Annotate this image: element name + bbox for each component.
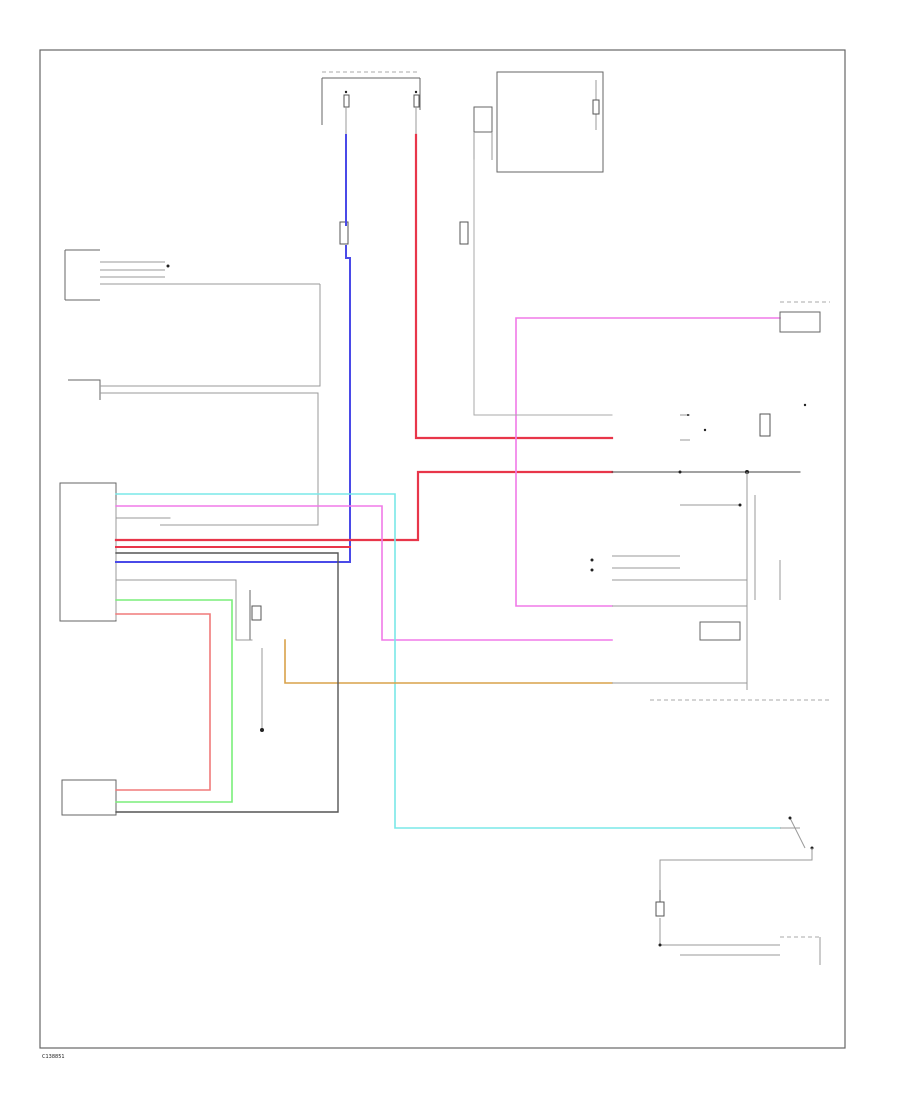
relay-top-center [473, 71, 604, 173]
wire-red-branch [114, 470, 614, 542]
sensor-top-left [64, 249, 321, 380]
warning-switch [659, 816, 814, 890]
combination-meter [590, 403, 830, 701]
junction-connector-right [459, 221, 469, 245]
wire-orange [284, 639, 613, 684]
receiver-module [61, 779, 117, 816]
wire-gray-ground [115, 579, 253, 641]
sensor-mid-left [68, 379, 321, 526]
instrument-panel-jb [655, 890, 821, 965]
fuse-right [413, 94, 420, 108]
meter-lamp [759, 413, 771, 437]
junction-connector-left [339, 221, 349, 245]
wire-red-main [414, 133, 614, 440]
fuse-gauge [592, 99, 600, 115]
tire-pressure-ecu [59, 482, 117, 622]
wire-gray-relay [473, 159, 613, 416]
ip-connector [655, 901, 665, 917]
wire-pink-ecu [115, 505, 613, 641]
wire-cyan [115, 493, 781, 829]
diagram-frame [39, 49, 846, 1049]
ground-module [249, 590, 264, 732]
ground-connector [251, 605, 262, 621]
wire-black-ecu [115, 552, 339, 813]
meter-indicator [699, 621, 741, 641]
junction-connectors [339, 221, 469, 245]
wire-light-red [115, 613, 211, 791]
fuse-block-top [321, 71, 421, 135]
engine-ecu [779, 301, 830, 333]
ecu-body [59, 482, 117, 622]
diagram-code: C138851 [42, 1054, 65, 1060]
wire-pink-top [515, 317, 781, 607]
wire-green [115, 599, 233, 803]
wire-blue [115, 134, 351, 563]
fuse-left [343, 94, 350, 108]
